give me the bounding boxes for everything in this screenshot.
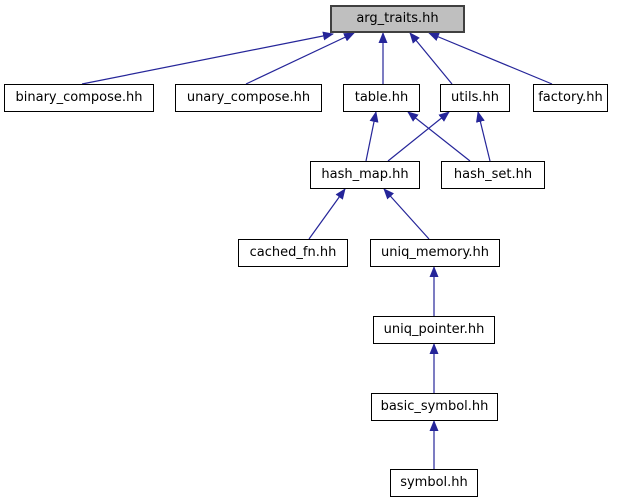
node-uniq-pointer[interactable]: uniq_pointer.hh [373,316,495,344]
node-symbol[interactable]: symbol.hh [390,469,478,497]
edge-hash_set-to-utils [476,111,491,162]
node-hash-map[interactable]: hash_map.hh [310,161,420,189]
node-utils[interactable]: utils.hh [440,84,510,112]
node-hash-set[interactable]: hash_set.hh [441,161,545,189]
edge-binary_compose-to-arg_traits [81,31,334,85]
edge-utils-to-arg_traits [409,32,453,85]
node-arg-traits[interactable]: arg_traits.hh [330,5,465,33]
node-cached-fn[interactable]: cached_fn.hh [238,239,348,267]
edge-unary_compose-to-arg_traits [245,32,355,85]
node-basic-symbol[interactable]: basic_symbol.hh [371,393,498,421]
edge-hash_set-to-table [407,111,471,162]
edge-hash_map-to-utils [387,111,450,162]
edge-cached_fn-to-hash_map [308,188,346,240]
node-table[interactable]: table.hh [343,84,420,112]
node-unary-compose[interactable]: unary_compose.hh [175,84,322,112]
node-binary-compose[interactable]: binary_compose.hh [4,84,154,112]
edge-hash_map-to-table [365,111,379,162]
node-factory[interactable]: factory.hh [533,84,608,112]
edge-factory-to-arg_traits [428,32,553,85]
node-uniq-memory[interactable]: uniq_memory.hh [370,239,500,267]
edge-uniq_memory-to-hash_map [383,188,430,240]
